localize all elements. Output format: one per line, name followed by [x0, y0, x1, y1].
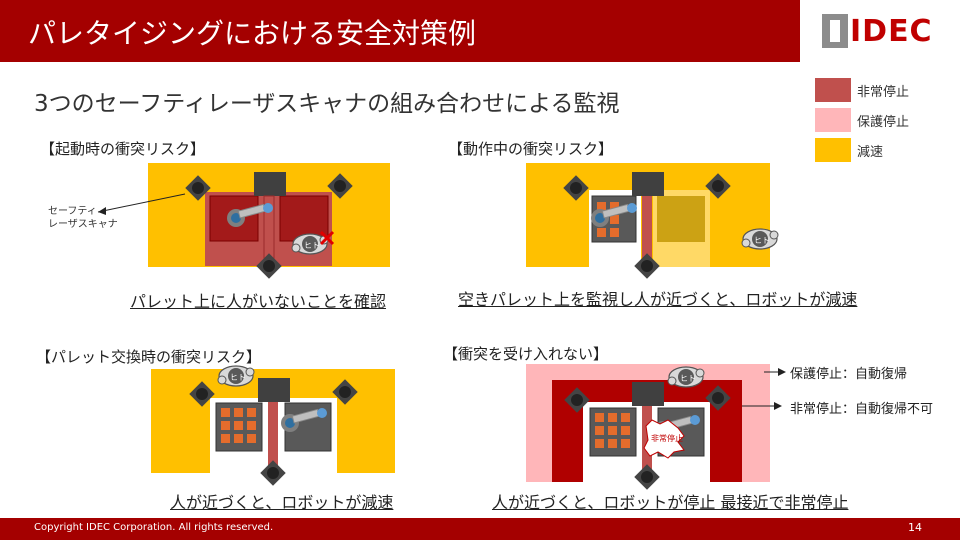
pallet-right — [279, 195, 329, 242]
person-label: ヒト — [304, 241, 320, 250]
page-number: 14 — [908, 521, 922, 534]
pallet-left — [209, 195, 259, 242]
scenario-2-caption: 空きパレット上を監視し人が近づくと、ロボットが減速 — [458, 290, 858, 309]
title-bar: パレタイジングにおける安全対策例 — [0, 0, 800, 62]
scenario-2-diagram: ヒト — [526, 163, 779, 279]
pallet-empty — [657, 196, 705, 242]
scanner-callout-line-2: レーザスキャナ — [48, 219, 118, 230]
logo-mark-icon — [822, 14, 848, 48]
scenario-4-title: 【衝突を受け入れない】 — [443, 345, 609, 363]
scanner-callout-line-1: セーフティ — [48, 206, 97, 217]
scenario-1-caption: パレット上に人がいないことを確認 — [130, 292, 387, 311]
robot-base — [258, 378, 290, 402]
legend-swatch-emergency — [815, 78, 851, 102]
scenario-1-title: 【起動時の衝突リスク】 — [40, 140, 206, 158]
idec-logo: IDEC — [822, 14, 942, 50]
robot-base — [254, 172, 286, 196]
scenario-3-diagram: ヒト — [151, 365, 395, 486]
scanner-callout: セーフティ レーザスキャナ — [48, 205, 118, 231]
person-label: ヒト — [680, 374, 696, 383]
scenario-4-diagram: ヒト 非常停止 — [526, 364, 786, 490]
callout-line — [97, 193, 186, 213]
legend-label-slowdown: 減速 — [857, 145, 884, 160]
robot-base — [632, 382, 664, 406]
page-title: パレタイジングにおける安全対策例 — [28, 17, 477, 50]
scenario-3-title: 【パレット交換時の衝突リスク】 — [36, 348, 262, 366]
zone-legend: 非常停止 保護停止 減速 — [815, 78, 955, 168]
legend-label-protective: 保護停止 — [857, 115, 910, 130]
scenario-2-title: 【動作中の衝突リスク】 — [448, 140, 614, 158]
stop-badge-label: 非常停止 — [651, 433, 683, 443]
red-x-icon — [319, 230, 335, 246]
arrow-icon — [98, 207, 106, 215]
note-emergency-stop: 非常停止：自動復帰不可 — [790, 402, 934, 417]
legend-swatch-slowdown — [815, 138, 851, 162]
pallet-boxes — [221, 408, 256, 443]
footer-bar: Copyright IDEC Corporation. All rights r… — [0, 518, 960, 540]
arrow-icon — [774, 402, 782, 410]
person-label: ヒト — [754, 236, 770, 245]
copyright-text: Copyright IDEC Corporation. All rights r… — [34, 522, 274, 533]
robot-rail — [268, 402, 278, 472]
legend-item-slowdown: 減速 — [815, 138, 955, 168]
person-label: ヒト — [230, 373, 246, 382]
scenario-1-diagram: ヒト — [97, 163, 390, 279]
pallet-boxes — [595, 413, 630, 448]
arrow-icon — [778, 368, 786, 376]
robot-rail — [642, 196, 652, 266]
robot-base — [632, 172, 664, 196]
note-protective-stop: 保護停止：自動復帰 — [790, 367, 908, 382]
scenario-3-caption: 人が近づくと、ロボットが減速 — [170, 493, 394, 512]
logo-text: IDEC — [850, 14, 933, 49]
legend-item-protective: 保護停止 — [815, 108, 955, 138]
slide-subtitle: 3つのセーフティレーザスキャナの組み合わせによる監視 — [34, 91, 620, 117]
stop-badge: 非常停止 — [643, 419, 685, 459]
legend-item-emergency: 非常停止 — [815, 78, 955, 108]
legend-label-emergency: 非常停止 — [857, 85, 910, 100]
scenario-4-caption: 人が近づくと、ロボットが停止 最接近で非常停止 — [492, 493, 849, 512]
legend-swatch-protective — [815, 108, 851, 132]
